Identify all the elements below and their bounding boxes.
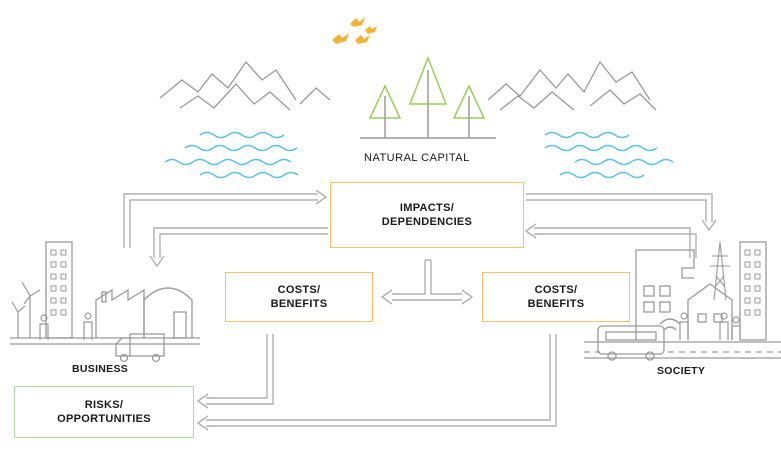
bus-icon [597,325,665,361]
box-line: OPPORTUNITIES [57,413,151,425]
box-line: COSTS/ [534,284,578,296]
box-line: BENEFITS [527,298,585,310]
box-line: RISKS/ [84,399,124,411]
pylon-icon [710,241,730,301]
birds-icon [332,17,377,44]
road [584,341,781,359]
impacts-dependencies-box: IMPACTS/ DEPENDENCIES [330,182,524,248]
water-waves-icon [544,131,674,179]
building-icon [635,241,767,341]
box-line: BENEFITS [270,298,328,310]
trees-icon [360,55,496,139]
mountains-icon [487,60,657,111]
box-line: IMPACTS/ [399,202,455,214]
box-line: COSTS/ [277,284,321,296]
business-label: BUSINESS [72,363,129,375]
costs-benefits-right-box: COSTS/ BENEFITS [482,272,630,322]
box-line: DEPENDENCIES [381,216,473,228]
society-label: SOCIETY [657,365,706,377]
factory-icon [10,241,200,345]
natural-capital-title: NATURAL CAPITAL [364,152,470,164]
mountains-icon [159,60,331,111]
flow-arrows [123,189,717,431]
person-icon [39,312,93,340]
risks-opportunities-box: RISKS/ OPPORTUNITIES [14,386,194,438]
wind-turbine-icon [11,281,41,338]
costs-benefits-left-box: COSTS/ BENEFITS [225,272,373,322]
person-icon [679,312,741,340]
house-icon [659,283,733,340]
water-waves-icon [164,131,299,179]
truck-icon [115,333,165,363]
